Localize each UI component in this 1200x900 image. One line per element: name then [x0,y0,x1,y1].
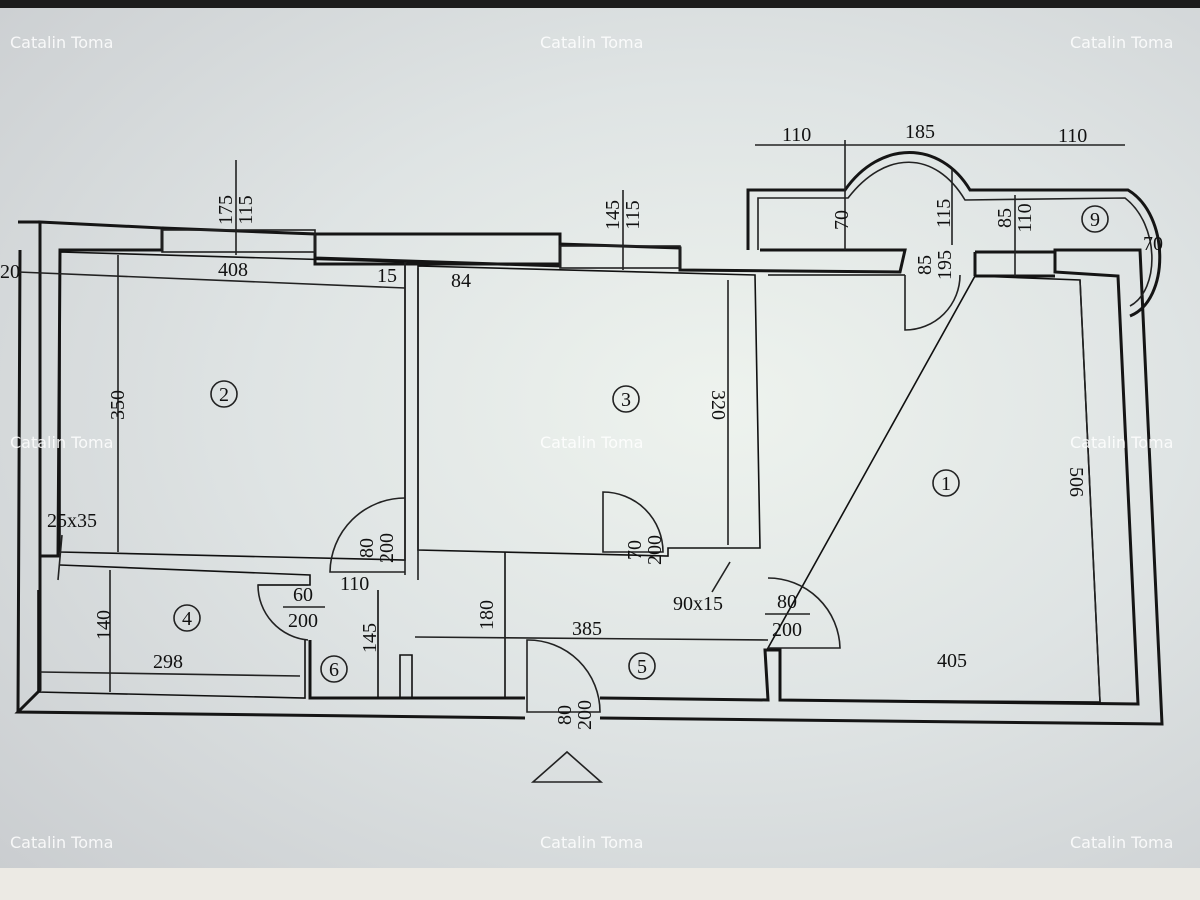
leader-line [57,534,63,581]
balcony-outline [746,151,1162,318]
dim-140: 140 [93,610,115,640]
watermark: Catalin Toma [10,33,114,52]
svg-text:4: 4 [182,608,192,630]
svg-text:80: 80 [356,538,378,558]
room-number-9: 9 [1081,205,1109,233]
door-swing [767,577,841,649]
watermark: Catalin Toma [540,833,644,852]
dim-110-hall: 110 [340,573,369,595]
dim-15: 15 [377,265,397,287]
svg-text:60: 60 [293,584,313,606]
dim-90x15: 90x15 [673,593,723,615]
svg-text:200: 200 [644,535,666,565]
dim-115-balcony: 115 [933,199,955,228]
svg-text:115: 115 [235,195,257,224]
svg-text:200: 200 [772,619,802,641]
window [161,229,316,253]
photo-top-edge [0,0,1200,8]
watermark: Catalin Toma [10,833,114,852]
svg-text:6: 6 [329,659,339,681]
dim-110-left: 110 [782,124,811,146]
svg-text:200: 200 [376,533,398,563]
dim-298: 298 [153,651,183,673]
outer-wall-main [14,220,1164,726]
dim-145: 145 [359,623,381,653]
dim-70-balcony-right: 70 [1143,233,1163,255]
dim-door-room-1: 80 200 [765,591,810,641]
dim-385: 385 [572,618,602,640]
dim-balcony-door: 85 195 [914,250,956,280]
room-number-3: 3 [612,385,640,413]
room-number-4: 4 [173,604,201,632]
svg-text:110: 110 [1014,203,1036,232]
svg-text:85: 85 [914,255,936,275]
dim-350: 350 [107,390,129,420]
svg-text:85: 85 [994,208,1016,228]
dim-line [39,671,301,677]
door-swing [904,274,961,331]
outer-wall [38,220,164,558]
watermark: Catalin Toma [1070,433,1174,452]
room-6-outline [309,552,506,699]
svg-text:200: 200 [574,700,596,730]
svg-text:195: 195 [934,250,956,280]
dim-balcony-window: 85 110 [994,203,1036,232]
watermark: Catalin Toma [1070,33,1174,52]
svg-text:2: 2 [219,384,229,406]
dim-185: 185 [905,121,935,143]
room-number-6: 6 [320,655,348,683]
svg-text:80: 80 [777,591,797,613]
dim-506: 506 [1065,467,1087,497]
dim-70-balcony: 70 [831,210,853,230]
watermark: Catalin Toma [540,433,644,452]
dim-180: 180 [476,600,498,630]
dim-20: 20 [0,261,20,283]
dim-window-1: 175 115 [215,195,257,225]
dim-84: 84 [451,270,471,292]
dim-line [17,271,406,289]
dim-window-2: 145 115 [602,200,644,230]
room-number-1: 1 [932,469,960,497]
door-swing [329,497,406,573]
svg-text:70: 70 [624,540,646,560]
leader-line [711,561,731,593]
watermark: Catalin Toma [10,433,114,452]
svg-text:9: 9 [1090,209,1100,231]
watermark: Catalin Toma [1070,833,1174,852]
dim-405: 405 [937,650,967,672]
svg-text:3: 3 [621,389,631,411]
dim-door-room-2: 80 200 [356,533,398,563]
room-number-2: 2 [210,380,238,408]
dim-408: 408 [218,259,248,281]
door-swing [602,491,664,553]
balcony-inner [757,161,1153,307]
svg-text:5: 5 [637,656,647,678]
svg-text:115: 115 [622,200,644,229]
window [559,245,681,269]
svg-text:145: 145 [602,200,624,230]
dim-line [414,636,769,641]
watermark: Catalin Toma [540,33,644,52]
svg-text:80: 80 [554,705,576,725]
triangle-icon [530,750,604,783]
svg-text:200: 200 [288,610,318,632]
door-swing [257,584,309,641]
svg-text:1: 1 [941,473,951,495]
dim-line [1079,279,1101,703]
dim-320: 320 [707,390,729,420]
dim-door-room-4: 60 200 [283,584,325,632]
photo-bottom-edge [0,868,1200,900]
door-swing [526,639,601,713]
dim-entrance-door: 80 200 [554,700,596,730]
dim-110-right: 110 [1058,125,1087,147]
dim-door-room-3: 70 200 [624,535,666,565]
svg-text:175: 175 [215,195,237,225]
dim-25x35: 25x35 [47,510,97,532]
room-number-5: 5 [628,652,656,680]
